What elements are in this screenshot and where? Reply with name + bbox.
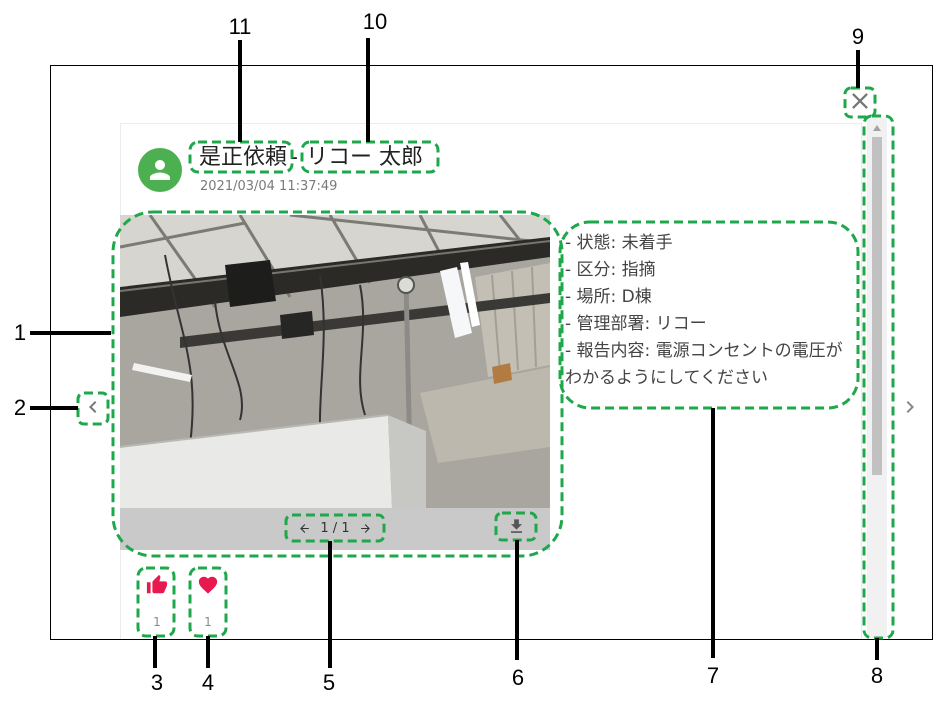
photo-lamp: [397, 276, 415, 294]
photo-image: [120, 215, 550, 508]
callout-label-1: 1: [13, 320, 27, 345]
detail-status: - 状態: 未着手: [565, 233, 673, 253]
chevron-left-icon: [89, 401, 97, 413]
photo-carousel[interactable]: 1 / 1: [120, 215, 550, 550]
callout-label-5: 5: [322, 670, 336, 695]
like-button[interactable]: [146, 574, 168, 596]
post-timestamp: 2021/03/04 11:37:49: [200, 179, 338, 194]
thumbs-up-icon: [146, 574, 168, 594]
arrow-left-icon: [300, 523, 310, 533]
detail-category: - 区分: 指摘: [565, 260, 656, 280]
close-button[interactable]: [851, 92, 869, 110]
post-author: リコー 太郎: [306, 145, 423, 170]
photo-pager: 1 / 1: [286, 515, 384, 541]
scrollbar-thumb[interactable]: [872, 137, 882, 475]
heart-icon: [198, 576, 218, 594]
post-details: - 状態: 未着手 - 区分: 指摘 - 場所: D棟 - 管理部署: リコー …: [565, 230, 843, 392]
arrow-right-icon: [360, 523, 370, 533]
avatar: [138, 148, 182, 192]
callout-label-7: 7: [706, 663, 720, 688]
screenshot-frame: [50, 65, 933, 640]
callout-label-2: 2: [13, 395, 27, 420]
favorite-count: 1: [204, 615, 212, 629]
download-button[interactable]: [496, 513, 536, 540]
detail-report: - 報告内容: 電源コンセントの電圧が: [565, 341, 843, 361]
detail-department: - 管理部署: リコー: [565, 314, 707, 334]
callout-label-9: 9: [851, 24, 865, 49]
photo-next-button[interactable]: [359, 522, 372, 535]
photo-equipment-box: [225, 260, 276, 307]
photo-prev-button[interactable]: [298, 522, 311, 535]
detail-report-continued: わかるようにしてください: [565, 368, 768, 388]
photo-cabinet-side: [388, 415, 426, 508]
download-icon: [510, 519, 522, 533]
favorite-button[interactable]: [197, 574, 219, 596]
callout-label-6: 6: [511, 665, 525, 690]
title-separator: -: [290, 145, 298, 170]
post-category: 是正依頼: [199, 145, 288, 170]
person-icon: [150, 160, 170, 180]
chevron-right-icon: [906, 401, 914, 413]
next-post-button[interactable]: [902, 397, 918, 419]
callout-label-4: 4: [201, 670, 215, 695]
triangle-up-icon[interactable]: [872, 124, 882, 132]
callout-label-3: 3: [150, 670, 164, 695]
photo-equipment-box: [280, 311, 314, 339]
callout-label-10: 10: [362, 9, 388, 34]
prev-post-button[interactable]: [85, 397, 101, 419]
page-indicator: 1 / 1: [320, 520, 350, 536]
detail-location: - 場所: D棟: [565, 287, 652, 307]
close-icon: [852, 93, 868, 109]
callout-label-8: 8: [870, 663, 884, 688]
callout-label-11: 11: [228, 14, 252, 39]
like-count: 1: [153, 615, 161, 629]
